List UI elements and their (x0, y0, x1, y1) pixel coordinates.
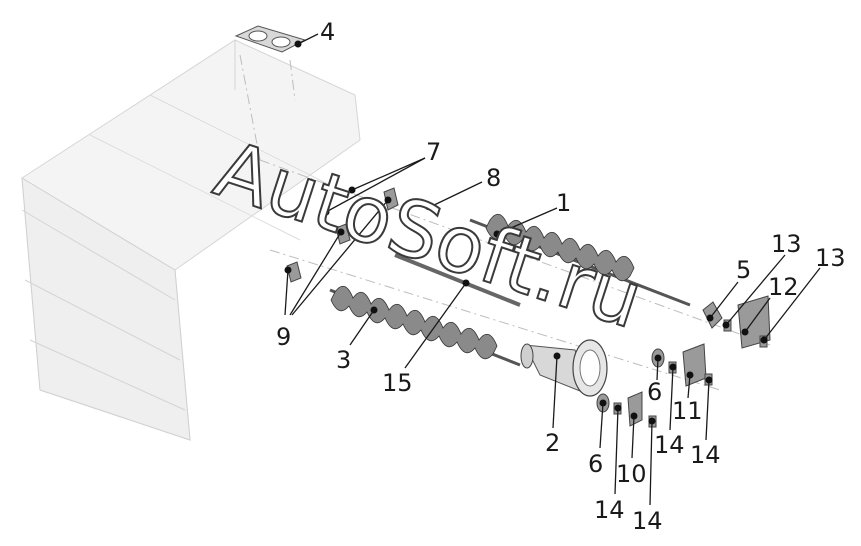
callout-4: 4 (320, 18, 335, 46)
part-1-upper-auger (469, 213, 691, 307)
callout-dots (284, 40, 768, 425)
callout-8: 8 (486, 164, 501, 192)
callout-13-right: 13 (815, 244, 846, 272)
housing-ghost (21, 39, 361, 441)
callout-9: 9 (276, 323, 291, 351)
callout-14-a: 14 (654, 431, 685, 459)
callout-labels: 4 7 8 1 13 5 12 13 9 3 15 6 11 2 6 14 14… (276, 18, 846, 535)
part-3-lower-auger (329, 285, 521, 367)
callout-14-c: 14 (594, 496, 625, 524)
callout-13-upper: 13 (771, 230, 802, 258)
callout-14-b: 14 (690, 441, 721, 469)
part-2-cone (520, 339, 608, 397)
callout-5: 5 (736, 256, 751, 284)
callout-11: 11 (672, 397, 703, 425)
callout-6-lower: 6 (588, 450, 603, 478)
callout-14-d: 14 (632, 507, 663, 535)
callout-3: 3 (336, 346, 351, 374)
callout-6-upper: 6 (647, 378, 662, 406)
callout-7: 7 (426, 138, 441, 166)
assembly-axes (239, 54, 771, 391)
callout-2: 2 (545, 429, 560, 457)
leader-lines (284, 33, 821, 506)
callout-1: 1 (556, 189, 571, 217)
callout-15: 15 (382, 369, 413, 397)
callout-10: 10 (616, 460, 647, 488)
part-15-shaft (394, 253, 521, 307)
callout-12: 12 (768, 273, 799, 301)
